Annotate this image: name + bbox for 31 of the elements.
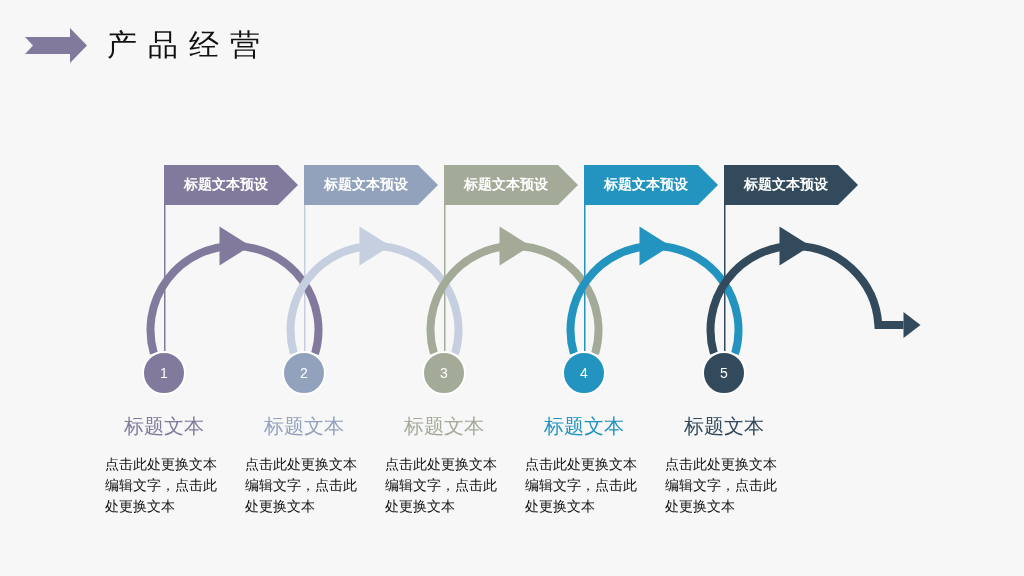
step-description: 点击此处更换文本编辑文字，点击此处更换文本 bbox=[385, 455, 498, 516]
flag-pole bbox=[444, 204, 446, 352]
flag-banner: 标题文本预设 bbox=[724, 165, 858, 205]
curved-arrow bbox=[566, 226, 743, 355]
curved-arrow bbox=[706, 226, 921, 355]
flag-pole bbox=[164, 204, 166, 352]
number-circle: 2 bbox=[282, 351, 326, 395]
curved-arrow bbox=[426, 226, 603, 355]
flag-pole bbox=[724, 204, 726, 352]
step-title: 标题文本 bbox=[684, 414, 764, 439]
flag-banner: 标题文本预设 bbox=[304, 165, 438, 205]
curved-arrow bbox=[146, 226, 323, 355]
page-title: 产品经营 bbox=[107, 27, 271, 63]
flag-banner: 标题文本预设 bbox=[164, 165, 298, 205]
step-description: 点击此处更换文本编辑文字，点击此处更换文本 bbox=[525, 455, 638, 516]
step-title: 标题文本 bbox=[124, 414, 204, 439]
step-description: 点击此处更换文本编辑文字，点击此处更换文本 bbox=[245, 455, 358, 516]
number-circle: 4 bbox=[562, 351, 606, 395]
step-title: 标题文本 bbox=[404, 414, 484, 439]
flag-pole bbox=[584, 204, 586, 352]
step-description: 点击此处更换文本编辑文字，点击此处更换文本 bbox=[665, 455, 778, 516]
step-title: 标题文本 bbox=[264, 414, 344, 439]
flag-banner: 标题文本预设 bbox=[444, 165, 578, 205]
flag-banner: 标题文本预设 bbox=[584, 165, 718, 205]
flag-pole bbox=[304, 204, 306, 352]
number-circle: 5 bbox=[702, 351, 746, 395]
step-title: 标题文本 bbox=[544, 414, 624, 439]
number-circle: 3 bbox=[422, 351, 466, 395]
number-circle: 1 bbox=[142, 351, 186, 395]
step-description: 点击此处更换文本编辑文字，点击此处更换文本 bbox=[105, 455, 218, 516]
curved-arrow bbox=[286, 226, 463, 355]
